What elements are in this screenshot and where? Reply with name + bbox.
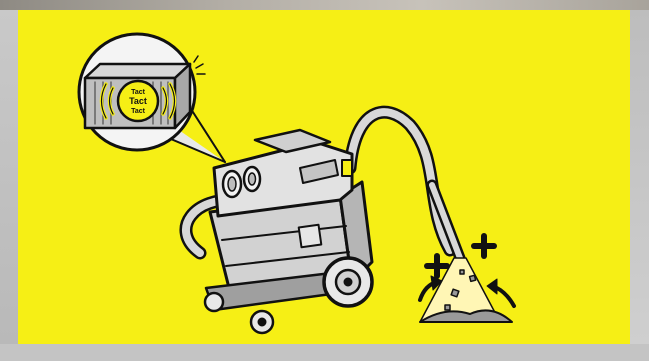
tact-text-1: Tact: [131, 89, 146, 96]
tact-text-3: Tact: [131, 108, 146, 115]
plus-right-icon: [474, 236, 494, 256]
plus-left-icon: [427, 256, 447, 276]
large-wheel: [324, 258, 372, 306]
tact-text-2: Tact: [129, 96, 147, 106]
